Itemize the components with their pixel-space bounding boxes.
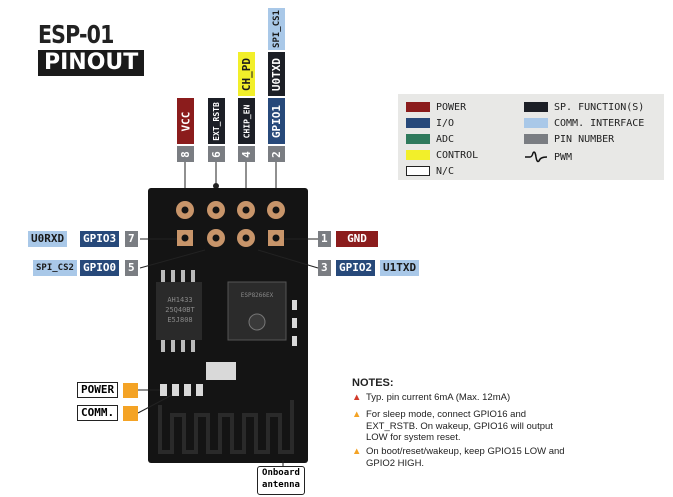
pin-7-u0rxd-label: U0RXD — [28, 231, 68, 247]
pin-1-number: 1 — [318, 231, 331, 247]
comm-led-label: COMM. — [77, 405, 119, 421]
pin-2-u0txd-label: U0TXD — [268, 52, 285, 96]
pin-1-gnd-label: GND — [336, 231, 378, 247]
pin-8-vcc-label: VCC — [177, 98, 194, 144]
pin-2-number: 2 — [268, 146, 285, 162]
page-title: ESP-01 — [38, 20, 114, 49]
legend-item-io: I/O — [406, 117, 454, 129]
legend-item-special: SP. FUNCTION(S) — [524, 101, 644, 113]
pin-6-nc-dot — [213, 183, 219, 189]
pin-4-number: 4 — [238, 146, 255, 162]
led-icon — [123, 406, 138, 421]
esp8266-chip — [227, 281, 287, 341]
pin-4-chip-en-label: CHIP_EN — [238, 98, 255, 144]
warning-red-icon: ▲ — [352, 392, 362, 403]
pin-2-gpio1-label: GPIO1 — [268, 98, 285, 144]
note-item: ▲ For sleep mode, connect GPIO16 and EXT… — [352, 409, 553, 443]
power-led-label: POWER — [77, 382, 119, 398]
pin-7-gpio3-label: GPIO3 — [80, 231, 120, 247]
warning-orange-icon: ▲ — [352, 446, 362, 457]
header-pads — [176, 201, 285, 247]
legend-item-pwm: PWM — [524, 151, 572, 163]
legend: POWER I/O ADC CONTROL N/C SP. FUNCTION(S… — [398, 94, 664, 180]
legend-item-nc: N/C — [406, 165, 454, 177]
flash-chip — [156, 270, 202, 352]
pin-3-gpio2-label: GPIO2 — [336, 260, 376, 276]
pin-8-number: 8 — [177, 146, 194, 162]
pin-2-spi-cs1-label: SPI_CS1 — [268, 8, 285, 50]
pin-3-leader — [257, 249, 319, 269]
pin-4-ch-pd-label: CH_PD — [238, 52, 255, 96]
legend-item-control: CONTROL — [406, 149, 478, 161]
pin-7-number: 7 — [125, 231, 138, 247]
led-icon — [123, 383, 138, 398]
note-item: ▲ On boot/reset/wakeup, keep GPIO15 LOW … — [352, 446, 565, 469]
legend-item-pin-number: PIN NUMBER — [524, 133, 614, 145]
pin-6-ext-rstb-label: EXT_RSTB — [208, 98, 225, 144]
pin-3-number: 3 — [318, 260, 331, 276]
pin-5-gpio0-label: GPIO0 — [80, 260, 120, 276]
legend-item-power: POWER — [406, 101, 466, 113]
esp-chip-label: ESP8266EX — [240, 292, 274, 299]
page-subtitle: PINOUT — [38, 50, 145, 76]
legend-item-comm: COMM. INTERFACE — [524, 117, 644, 129]
pin-6-number: 6 — [208, 146, 225, 162]
pin-5-spi-cs2-label: SPI_CS2 — [33, 260, 77, 276]
antenna-trace — [158, 400, 294, 454]
note-item: ▲ Typ. pin current 6mA (Max. 12mA) — [352, 392, 511, 403]
pwm-wave-icon — [525, 151, 548, 163]
notes-title: NOTES: — [352, 377, 394, 389]
warning-orange-icon: ▲ — [352, 409, 362, 420]
pin-5-leader — [139, 249, 206, 269]
legend-item-adc: ADC — [406, 133, 454, 145]
pin-5-number: 5 — [125, 260, 138, 276]
smd-components — [160, 300, 297, 396]
pin-3-u1txd-label: U1TXD — [380, 260, 420, 276]
